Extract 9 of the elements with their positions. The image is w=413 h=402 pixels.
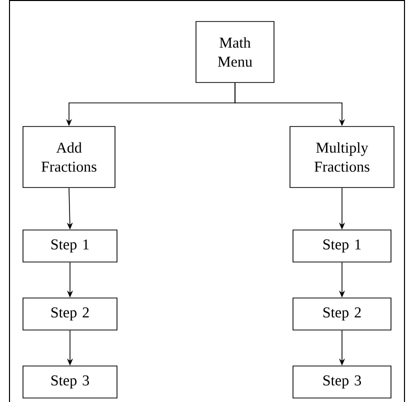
menu-box: Step 1 — [292, 230, 392, 262]
menu-box: Step 2 — [292, 298, 392, 330]
menu-box: Step 3 — [292, 366, 392, 398]
menu-box: Step 2 — [22, 298, 118, 330]
menu-box: Step 1 — [22, 230, 118, 262]
menu-box: Step 3 — [22, 366, 118, 398]
menu-box: Math Menu — [196, 21, 274, 83]
menu-box: Multiply Fractions — [290, 126, 394, 188]
menu-box: Add Fractions — [22, 126, 116, 188]
